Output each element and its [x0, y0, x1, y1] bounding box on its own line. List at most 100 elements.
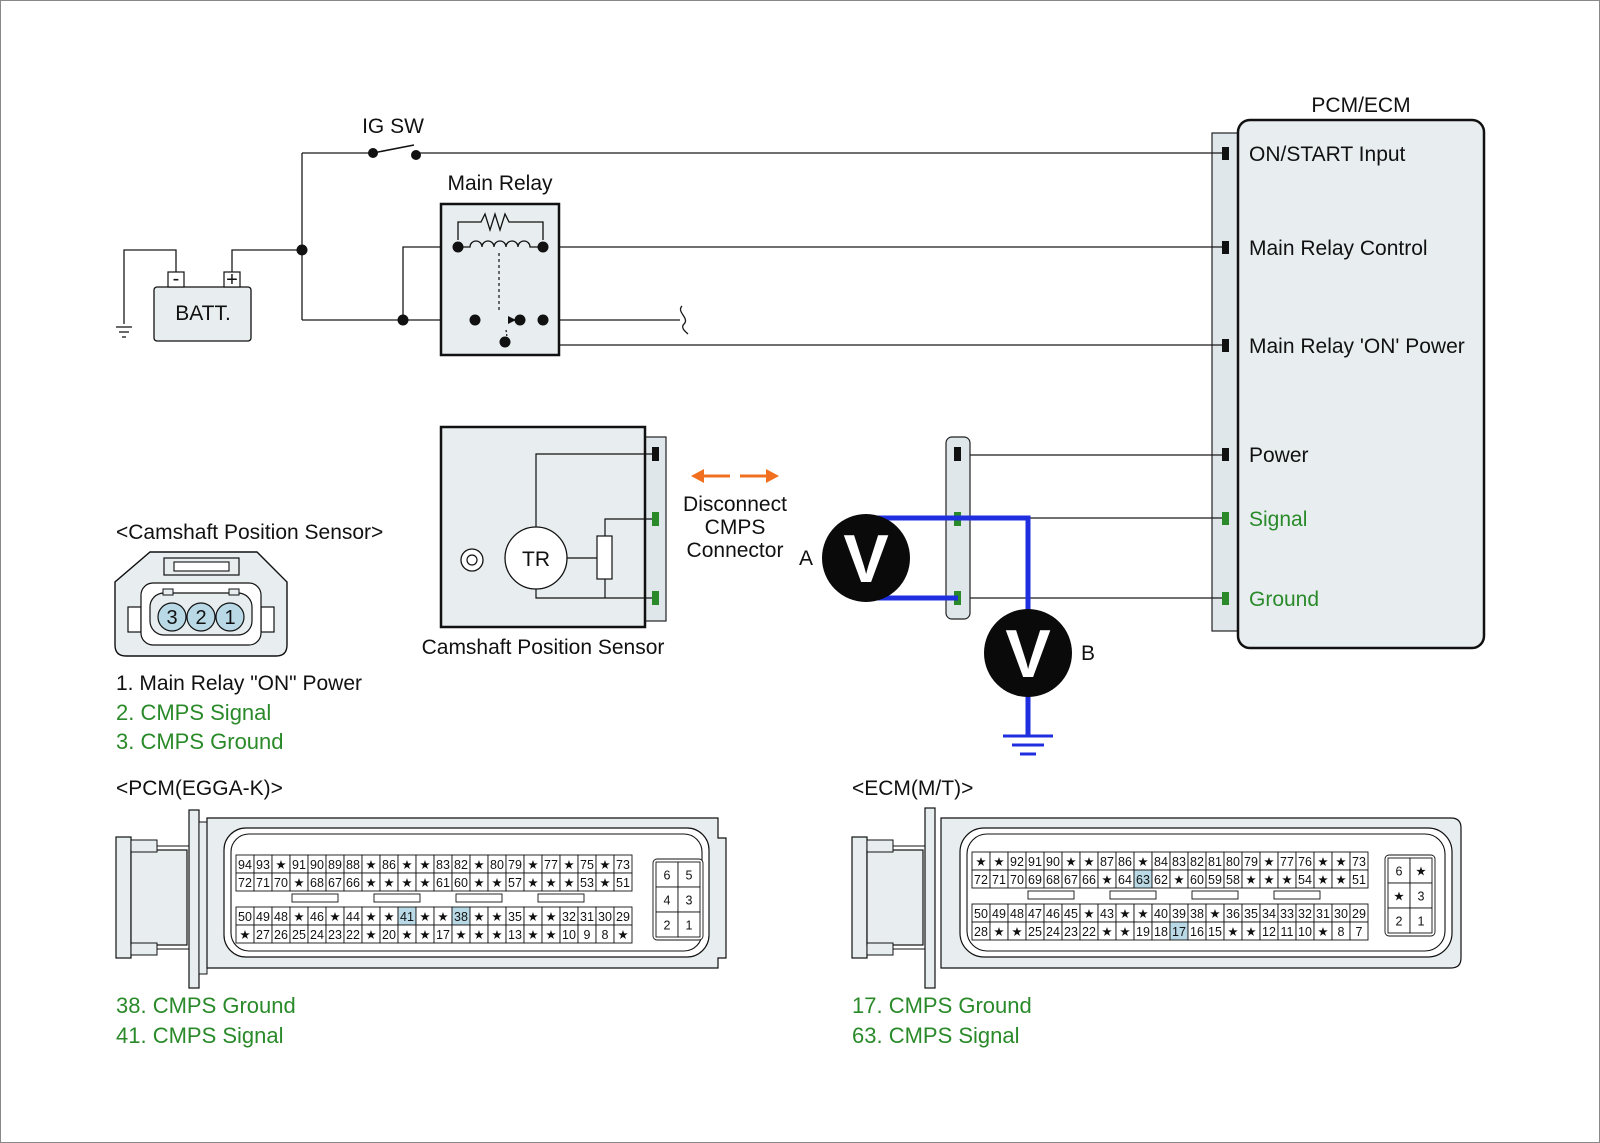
ecm-legend-1: 17. CMPS Ground — [852, 993, 1032, 1018]
ecm-pin-label: 39 — [1172, 907, 1186, 921]
ecm-pin-label: 71 — [992, 873, 1006, 887]
pcm-side-pin-label: 6 — [664, 869, 671, 883]
ecm-pin-label: 86 — [1118, 855, 1132, 869]
ecm-pin-label: 18 — [1154, 925, 1168, 939]
ecm-pin-label: 43 — [1100, 907, 1114, 921]
junction-dots — [296, 244, 409, 326]
pcm-pin-label: 94 — [238, 858, 252, 872]
pcm-pin-label: 24 — [310, 928, 324, 942]
pcm-pin-label: 75 — [580, 858, 594, 872]
pcm-pin-label: ★ — [365, 910, 376, 924]
ecm-pin-label: 70 — [1010, 873, 1024, 887]
voltmeter-b-label: B — [1081, 642, 1095, 665]
pcm-ecm-title: PCM/ECM — [1311, 94, 1410, 117]
pcm-ecm-module: PCM/ECM ON/START Input Main Relay Contro… — [1211, 94, 1486, 650]
pcm-pin-label: ★ — [527, 876, 538, 890]
pcm-pin-label: 35 — [508, 910, 522, 924]
pcm-pin-label: 68 — [310, 876, 324, 890]
pcm-pin-label: 53 — [580, 876, 594, 890]
sensor-pin-3: 3 — [166, 607, 177, 629]
ecm-pin-label: 25 — [1028, 925, 1042, 939]
pcm-pin-label: ★ — [365, 876, 376, 890]
ecm-legend-2: 63. CMPS Signal — [852, 1023, 1020, 1048]
pcm-pin-label: 72 — [238, 876, 252, 890]
sensor-caption: Camshaft Position Sensor — [422, 636, 665, 659]
ecm-pin-label: ★ — [1317, 925, 1328, 939]
ecm-pin-cell — [1349, 921, 1369, 941]
ecm-pin-label: 63 — [1136, 873, 1150, 887]
ecm-pin-label: 12 — [1262, 925, 1276, 939]
pcm-pin-label: ★ — [329, 910, 340, 924]
sensor-pin-2: 2 — [195, 607, 206, 629]
pcm-pin-label: 67 — [328, 876, 342, 890]
pcm-pin-label: ★ — [239, 928, 250, 942]
pcm-key-slot — [291, 893, 339, 903]
ecm-pin-label: 66 — [1082, 873, 1096, 887]
pcm-pin-label: ★ — [491, 876, 502, 890]
pcm-pin-label: 30 — [598, 910, 612, 924]
pcm-side-pin-label: 5 — [686, 869, 693, 883]
pcm-legend-1: 38. CMPS Ground — [116, 993, 296, 1018]
pcm-pin-label: ★ — [275, 858, 286, 872]
pcm-pin-label: 66 — [346, 876, 360, 890]
ecm-pin-label: 64 — [1118, 873, 1132, 887]
pcm-pin-label: ★ — [617, 928, 628, 942]
pcm-side-pin-label: 3 — [686, 894, 693, 908]
pcm-pin-label: ★ — [401, 858, 412, 872]
pcm-terminals — [1222, 147, 1229, 605]
ecm-pin-label: 32 — [1298, 907, 1312, 921]
pcm-key-slot — [537, 893, 585, 903]
ecm-pin-label: ★ — [1281, 873, 1292, 887]
ecm-pin-label: 46 — [1046, 907, 1060, 921]
ecm-pin-label: 8 — [1338, 925, 1345, 939]
ecm-pin-label: 58 — [1226, 873, 1240, 887]
ecm-pin-label: ★ — [993, 925, 1004, 939]
ecm-pin-label: 69 — [1028, 873, 1042, 887]
ecm-pin-label: ★ — [1335, 873, 1346, 887]
wire-break-mark — [679, 305, 689, 335]
ecm-pin-label: ★ — [1173, 873, 1184, 887]
pcm-pin-label: 61 — [436, 876, 450, 890]
ecm-pin-label: 40 — [1154, 907, 1168, 921]
ecm-pin-label: ★ — [1065, 855, 1076, 869]
pcm-pin-label: ★ — [545, 876, 556, 890]
sensor-tr-label: TR — [522, 548, 550, 571]
pcm-pin-label: ★ — [293, 876, 304, 890]
main-relay-label: Main Relay — [447, 172, 553, 195]
pcm-pin-label: ★ — [419, 928, 430, 942]
ecm-pin-label: ★ — [1245, 925, 1256, 939]
pcm-pin-label: ★ — [545, 910, 556, 924]
pcm-connector-title: <PCM(EGGA-K)> — [116, 777, 283, 800]
pcm-pin-label: 20 — [382, 928, 396, 942]
wiring — [123, 152, 1222, 599]
ecm-pin-label: 59 — [1208, 873, 1222, 887]
pcm-pin-cell — [613, 924, 633, 944]
ecm-pin-label: 81 — [1208, 855, 1222, 869]
pcm-pin-label: 26 — [274, 928, 288, 942]
ecm-key-slot — [1191, 890, 1239, 900]
pcm-pin-label: ★ — [419, 910, 430, 924]
ecm-pin-label: 79 — [1244, 855, 1258, 869]
pcm-pin-label: 93 — [256, 858, 270, 872]
pcm-pin-label: ★ — [599, 876, 610, 890]
ecm-pin-label: 87 — [1100, 855, 1114, 869]
ecm-pin-label: ★ — [1263, 873, 1274, 887]
disconnect-arrows-icon — [691, 469, 779, 483]
sensor-legend-1: 1. Main Relay "ON" Power — [116, 672, 362, 695]
ecm-pin-label: ★ — [1083, 855, 1094, 869]
pcm-pin-label: 82 — [454, 858, 468, 872]
ecm-pin-label: 82 — [1190, 855, 1204, 869]
pcm-pin-label: 83 — [436, 858, 450, 872]
pcm-pin-label: 49 — [256, 910, 270, 924]
pcm-side-pin-label: 1 — [686, 919, 693, 933]
ecm-pin-label: ★ — [993, 855, 1004, 869]
ecm-pin-label: ★ — [1317, 873, 1328, 887]
pcm-pin-label: 23 — [328, 928, 342, 942]
pcm-pin-label: 79 — [508, 858, 522, 872]
pcm-side-pin-cell — [677, 911, 701, 938]
pcm-pin-label: 73 — [616, 858, 630, 872]
ecm-pin-label: ★ — [1083, 907, 1094, 921]
pcm-pin-label: ★ — [455, 928, 466, 942]
